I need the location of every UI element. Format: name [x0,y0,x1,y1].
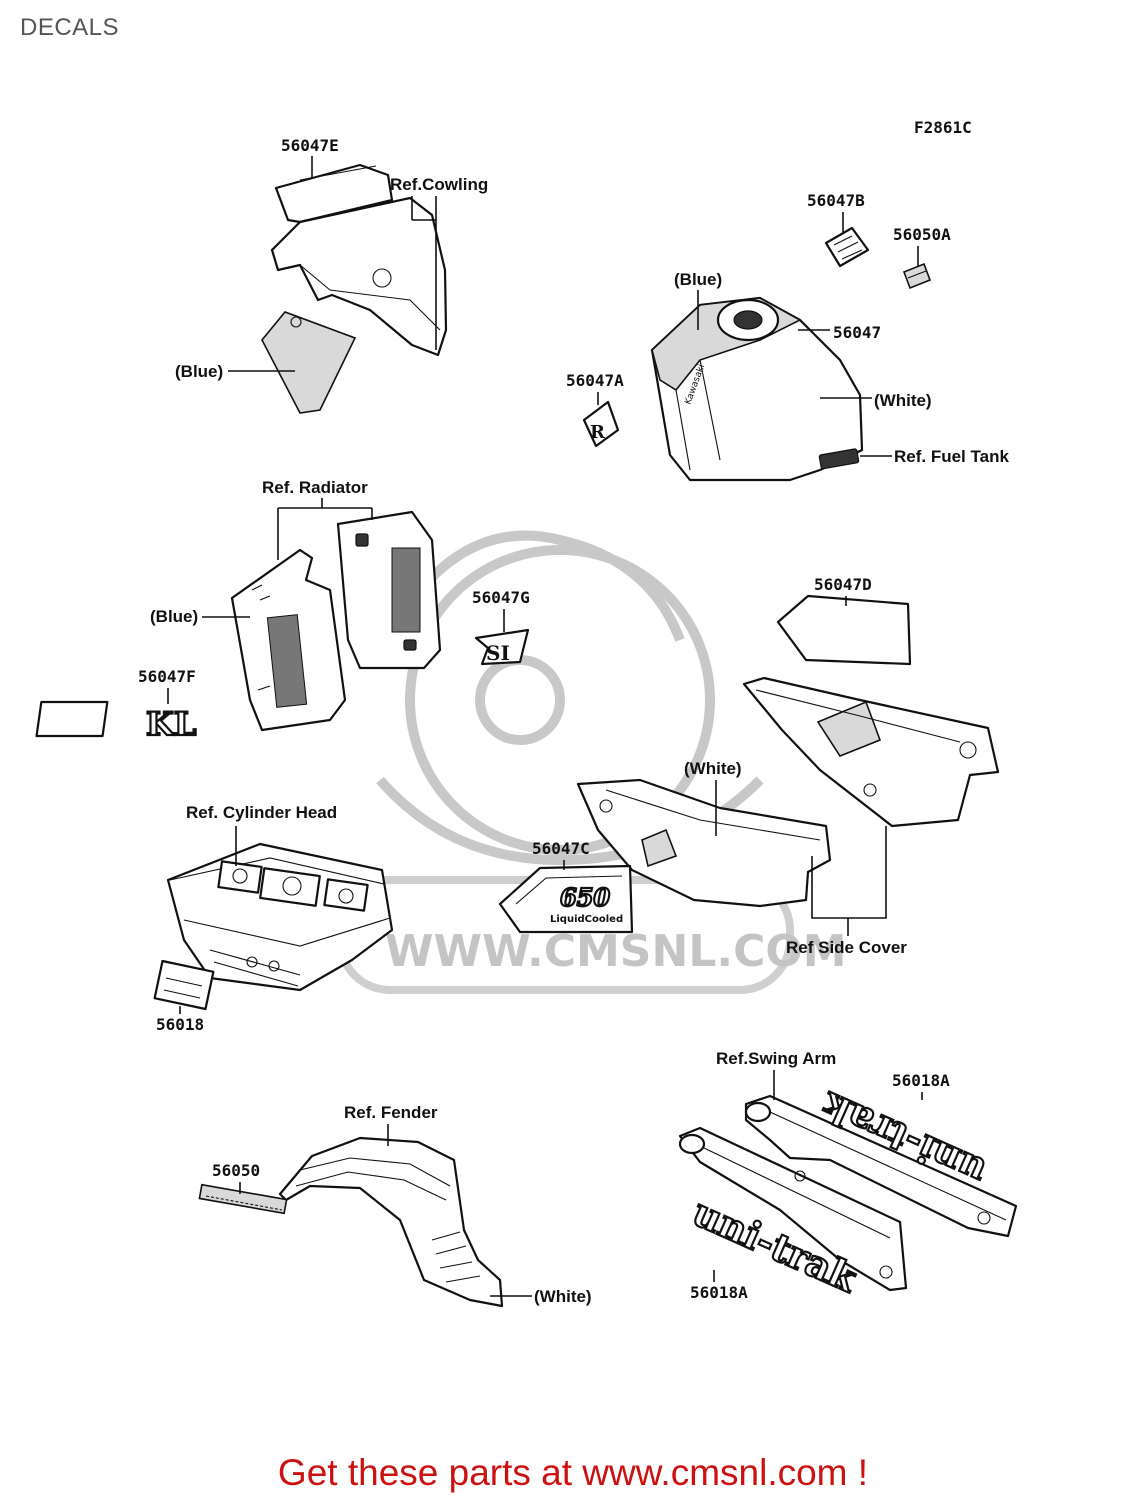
decal-56047b [824,226,870,268]
radiator-decal-logo: KL [146,705,196,743]
label-ref-cylinder-head: Ref. Cylinder Head [186,803,337,822]
label-56050a: 56050A [893,225,951,244]
decal-56018 [153,959,215,1011]
side-cover-left-white [576,778,832,908]
watermark-text: WWW.CMSNL.COM [385,926,847,977]
cowling-body [270,196,448,357]
label-ref-radiator: Ref. Radiator [262,478,368,497]
cylinder-head-body [166,842,394,992]
cowling-decal-56047e [274,163,394,224]
label-blue-radiator: (Blue) [150,607,198,626]
side-cover-decal-number: 650 [560,883,610,912]
cowling-assembly [261,163,448,414]
decal-56047f: KL [35,700,197,744]
label-56047: 56047 [833,323,881,342]
swing-arm-assembly [678,1094,1018,1292]
radiator-assembly [230,510,442,732]
decal-56047c: 650 LiquidCooled [498,864,634,934]
cylinder-head-assembly [166,842,394,992]
label-56047a: 56047A [566,371,624,390]
label-56047g: 56047G [472,588,530,607]
figure-code: F2861C [914,118,972,137]
label-56047e: 56047E [281,136,339,155]
side-cover-right [742,676,1000,828]
label-blue-tank: (Blue) [674,270,722,289]
label-white-tank: (White) [874,391,932,410]
label-ref-cowling: Ref.Cowling [390,175,488,194]
side-cover-decal-subtext: LiquidCooled [550,914,623,925]
label-white-fender: (White) [534,1287,592,1306]
label-blue-cowling: (Blue) [175,362,223,381]
radiator-cover-right [336,510,442,670]
label-ref-swing-arm: Ref.Swing Arm [716,1049,836,1068]
decal-56050 [198,1183,288,1215]
exploded-parts-diagram: WWW.CMSNL.COM F2861C 56047E Ref.Cowling … [35,118,1018,1308]
label-white-side: (White) [684,759,742,778]
page-title: DECALS [20,14,120,41]
swing-arm-body [744,1094,1018,1238]
label-56018: 56018 [156,1015,204,1034]
decal-56047g: SI [474,628,530,666]
label-ref-fuel-tank: Ref. Fuel Tank [894,447,1009,466]
footer-promo-text[interactable]: Get these parts at www.cmsnl.com ! [277,1452,869,1493]
decal-56050a [902,262,932,290]
label-ref-side-cover: Ref Side Cover [786,938,907,957]
label-56047c: 56047C [532,839,590,858]
decal-56047a: R [582,400,620,448]
label-56047b: 56047B [807,191,865,210]
cowling-side-panel-blue [261,311,357,414]
fuel-tank-assembly: Kawasaki [650,296,864,482]
svg-text:R: R [590,422,606,443]
label-56050: 56050 [212,1161,260,1180]
label-56047f: 56047F [138,667,196,686]
label-56018a-top: 56018A [892,1071,950,1090]
side-cover-decal-56047d [776,594,912,666]
label-56047d: 56047D [814,575,872,594]
rear-fender-white [278,1136,504,1308]
label-56018a-bottom: 56018A [690,1283,748,1302]
label-ref-fender: Ref. Fender [344,1103,438,1122]
svg-text:SI: SI [486,641,510,665]
